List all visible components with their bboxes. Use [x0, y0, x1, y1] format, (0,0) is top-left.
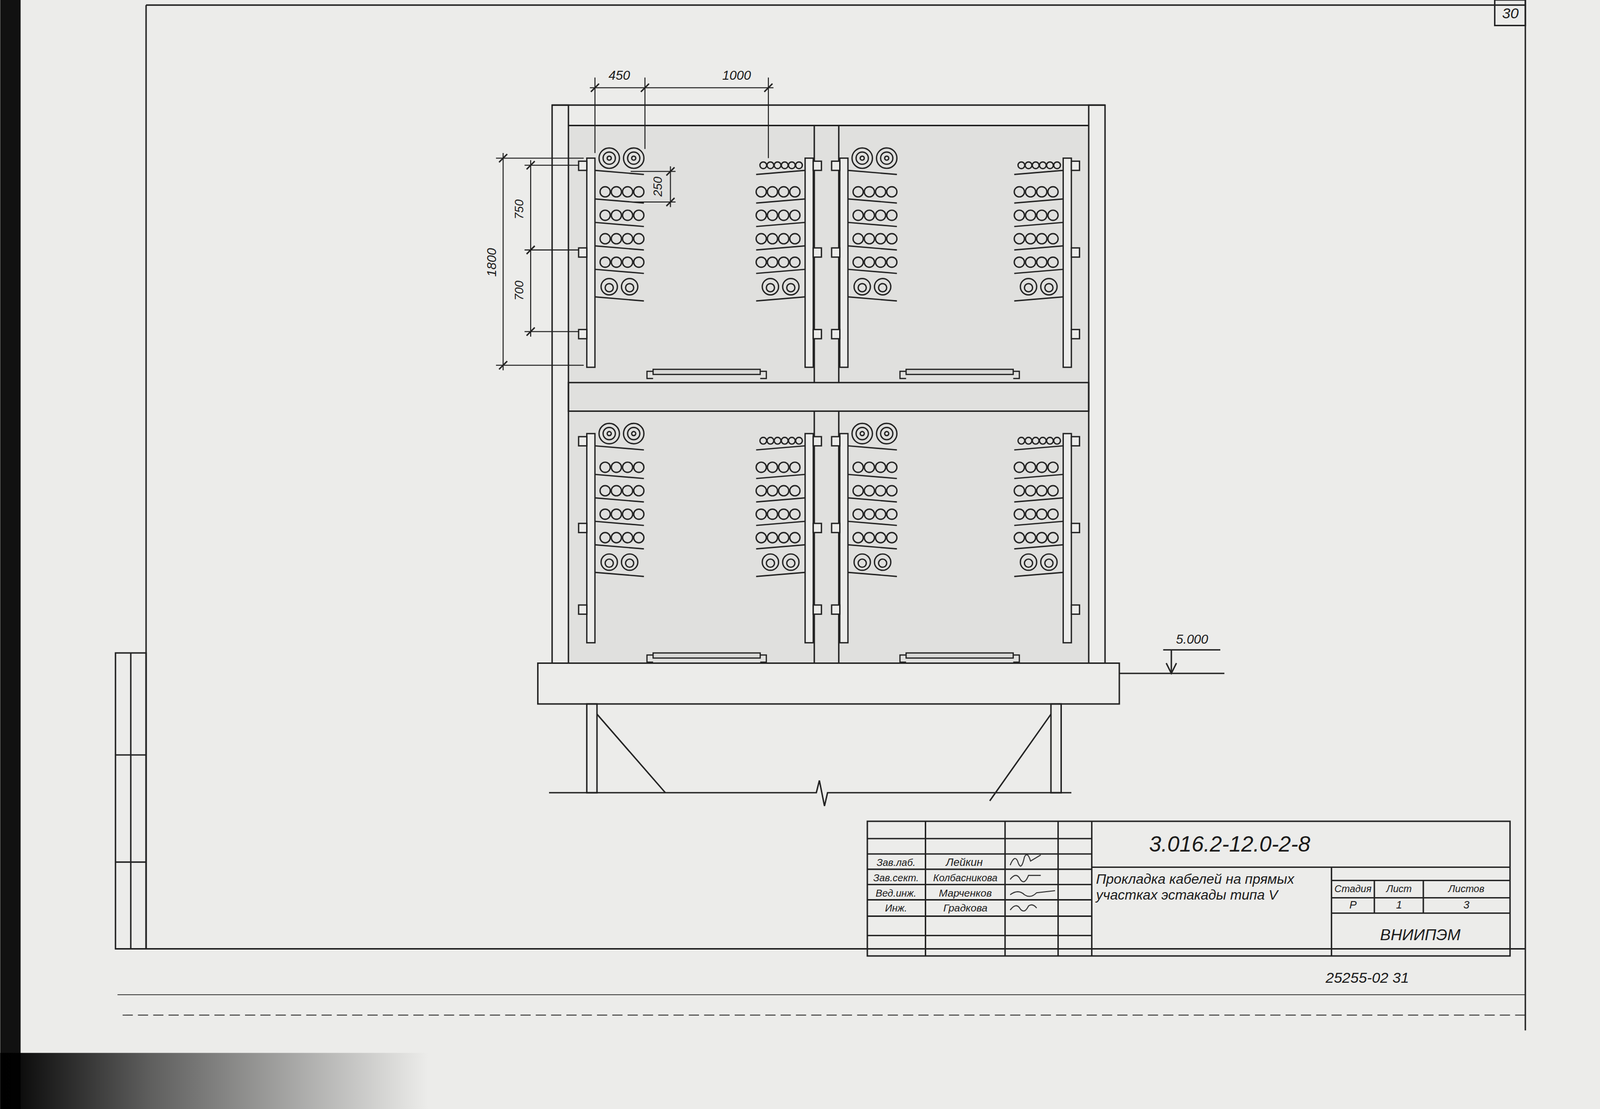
- dimension: 450: [608, 68, 630, 84]
- title-block-cell: Вед.инж.: [875, 887, 917, 900]
- dimension: 700: [512, 280, 527, 301]
- title-block-cell: Лист: [1386, 883, 1412, 895]
- title-block-cell: Лейкин: [946, 855, 983, 869]
- dimension: 1800: [484, 248, 500, 277]
- dimension: 750: [512, 199, 527, 220]
- dimension: 1000: [722, 68, 751, 84]
- title-block-cell: Листов: [1448, 883, 1485, 895]
- title-block-cell: Градкова: [943, 901, 988, 914]
- title-block-cell: Р: [1349, 898, 1357, 911]
- dimension: 250: [650, 176, 665, 197]
- title-block-cell: Зав.лаб.: [876, 856, 916, 869]
- sheet-number: 30: [1501, 4, 1519, 23]
- archive-number: 25255-02 31: [1325, 969, 1410, 987]
- organization-name: ВНИИПЭМ: [1380, 925, 1461, 945]
- drawing-title: Прокладка кабелей на прямых участках эст…: [1096, 871, 1329, 903]
- title-block-cell: Стадия: [1334, 883, 1372, 895]
- title-block-cell: 1: [1396, 898, 1402, 911]
- title-block-cell: Инж.: [885, 902, 908, 914]
- title-block-cell: Колбасникова: [933, 872, 998, 884]
- title-block-cell: 3: [1463, 898, 1470, 911]
- elevation-mark: 5.000: [1175, 632, 1208, 648]
- title-block-cell: Зав.сект.: [873, 872, 919, 884]
- title-block-cell: Марченков: [939, 887, 993, 900]
- drawing-code: 3.016.2-12.0-2-8: [1149, 831, 1310, 857]
